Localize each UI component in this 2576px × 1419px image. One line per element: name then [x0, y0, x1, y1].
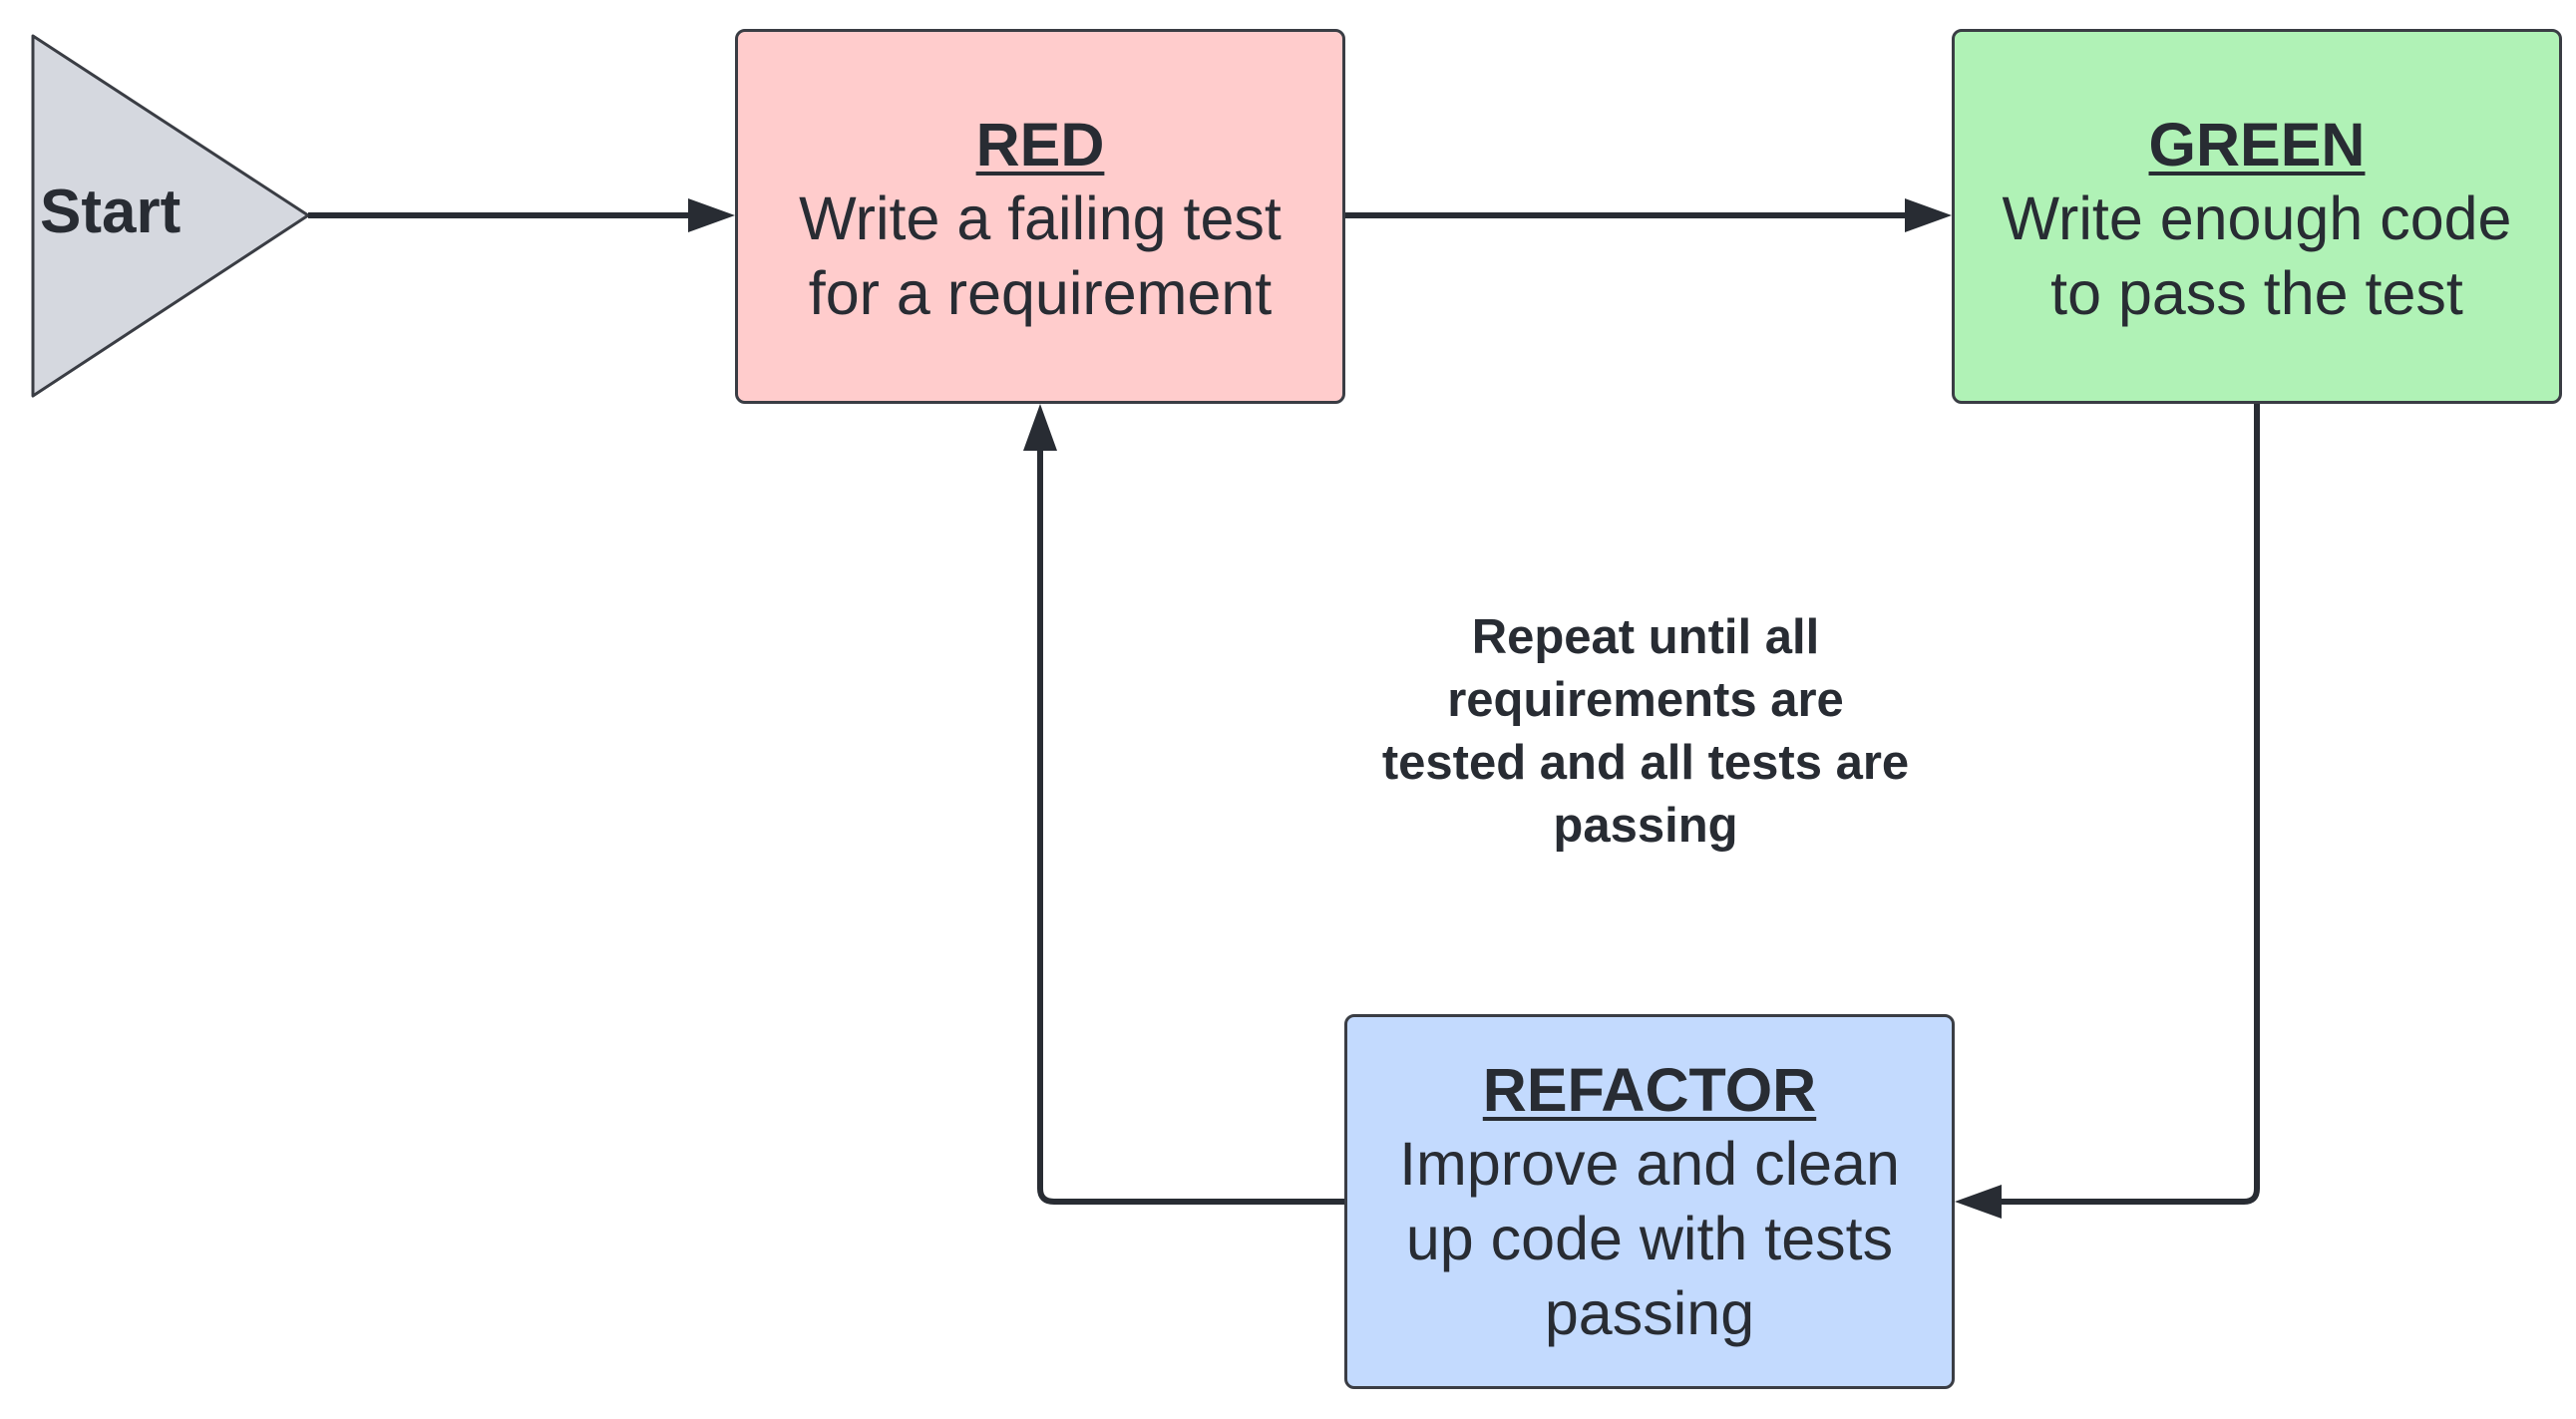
- repeat-note: Repeat until all requirements are tested…: [1316, 606, 1975, 858]
- green-step-title: GREEN: [2148, 111, 2366, 178]
- repeat-note-line-3: tested and all tests are: [1381, 736, 1910, 790]
- arrow-start-to-red: [308, 198, 735, 232]
- arrow-red-to-green: [1345, 198, 1952, 232]
- green-step-description-line-1: Write enough code: [2002, 184, 2512, 252]
- refactor-step-title: REFACTOR: [1482, 1055, 1817, 1124]
- repeat-note-line-4: passing: [1553, 799, 1738, 853]
- green-step-box: GREEN Write enough code to pass the test: [1952, 29, 2562, 404]
- arrow-green-to-refactor: [1955, 404, 2260, 1219]
- red-step-description-line-1: Write a failing test: [799, 184, 1282, 252]
- start-triangle-shape: [31, 34, 310, 398]
- refactor-step-description-line-3: passing: [1544, 1278, 1755, 1347]
- refactor-step-description-line-2: up code with tests: [1405, 1204, 1894, 1272]
- red-step-box: RED Write a failing test for a requireme…: [735, 29, 1345, 404]
- refactor-step-description-line-1: Improve and clean: [1399, 1129, 1900, 1198]
- red-step-title: RED: [975, 111, 1105, 178]
- repeat-note-line-2: requirements are: [1447, 673, 1844, 727]
- red-step-description-line-2: for a requirement: [808, 259, 1273, 327]
- refactor-step-box: REFACTOR Improve and clean up code with …: [1344, 1014, 1955, 1389]
- arrow-refactor-to-red: [1023, 404, 1344, 1205]
- repeat-note-line-1: Repeat until all: [1471, 610, 1820, 664]
- start-label: Start: [40, 177, 182, 246]
- green-step-description-line-2: to pass the test: [2050, 259, 2463, 327]
